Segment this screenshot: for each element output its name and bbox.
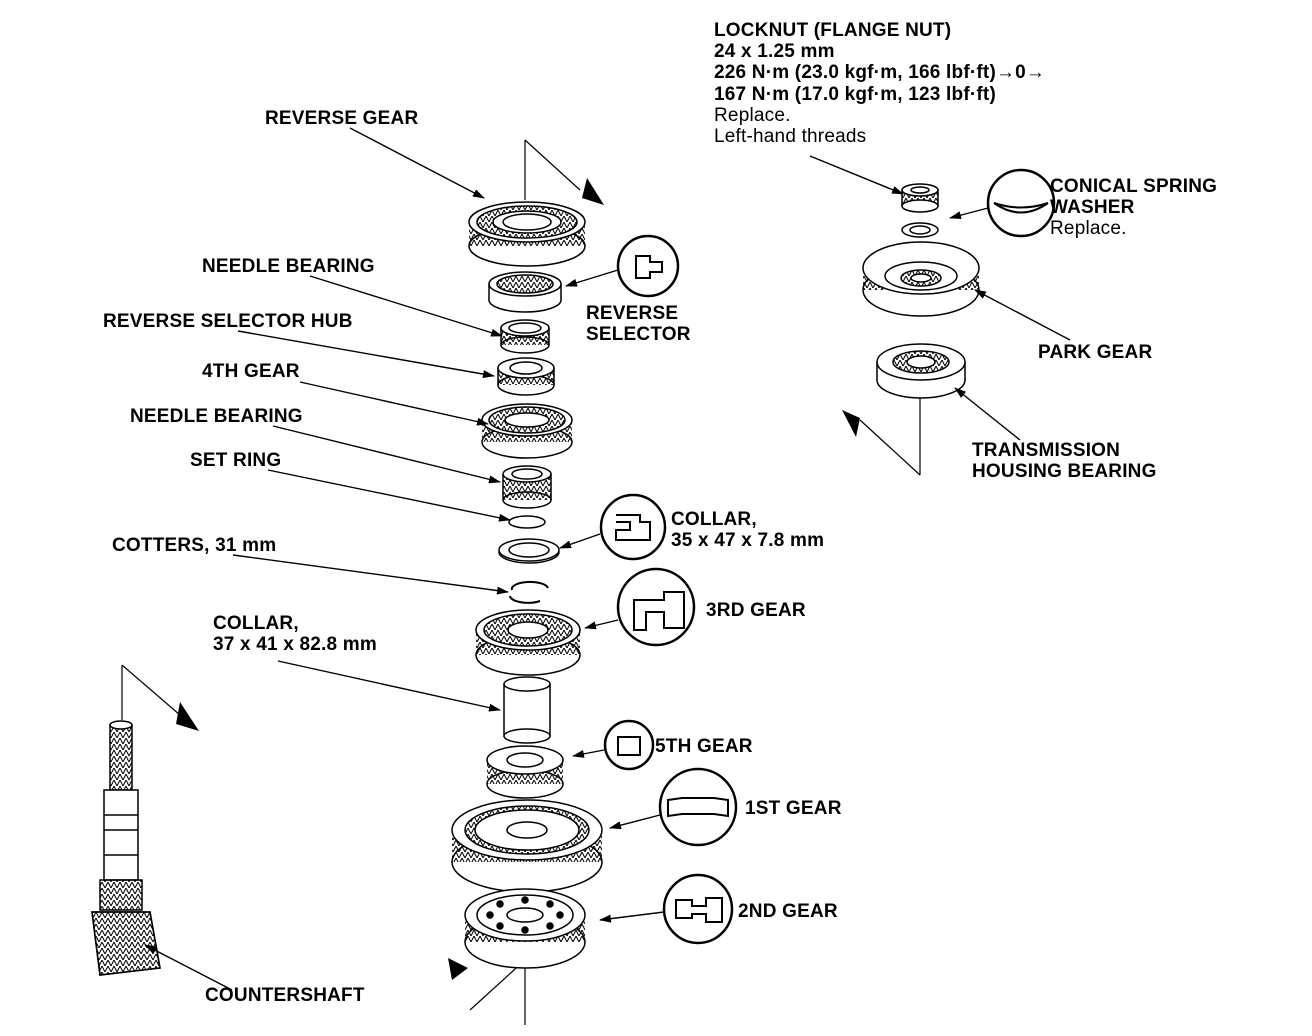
conical-washer-detail-circle: [986, 168, 1056, 238]
detail-profiles: [615, 202, 1049, 923]
countershaft-label: COUNTERSHAFT: [205, 985, 365, 1006]
collar-35-label-line2: 35 x 47 x 7.8 mm: [671, 530, 825, 551]
conical-washer-replace-label: Replace.: [1050, 218, 1127, 239]
reverse-selector-hub-label: REVERSE SELECTOR HUB: [103, 311, 353, 332]
needle-bearing-2-part: [502, 465, 552, 509]
locknut-part: [901, 183, 939, 213]
collar-37-label-line2: 37 x 41 x 82.8 mm: [213, 634, 377, 655]
conical-washer-label-line1: CONICAL SPRING: [1050, 176, 1218, 197]
third-gear-part: [475, 609, 581, 676]
reverse-selector-hub-part: [497, 357, 555, 396]
conical-washer-part: [901, 222, 939, 238]
collar-35-detail-circle: [599, 493, 667, 561]
locknut-title-label: LOCKNUT (FLANGE NUT): [714, 20, 952, 41]
third-gear-detail-circle: [616, 567, 696, 647]
fifth-gear-part: [486, 745, 564, 799]
needle-bearing-1-part: [500, 319, 550, 354]
collar-35-label-line1: COLLAR,: [671, 509, 757, 530]
locknut-torque2-label: 167 N·m (17.0 kgf·m, 123 lbf·ft): [714, 84, 996, 105]
leader-lines: [144, 127, 1071, 991]
cotters-part: [509, 580, 549, 604]
park-gear-label: PARK GEAR: [1038, 342, 1153, 363]
fourth-gear-label: 4TH GEAR: [202, 361, 300, 382]
fifth-gear-detail-circle: [603, 719, 655, 771]
third-gear-label: 3RD GEAR: [706, 600, 806, 621]
set-ring-part: [508, 515, 546, 529]
housing-bearing-label-line2: HOUSING BEARING: [972, 461, 1157, 482]
second-gear-detail-circle: [662, 873, 734, 945]
locknut-size-label: 24 x 1.25 mm: [714, 41, 835, 62]
locknut-replace-label: Replace.: [714, 105, 791, 126]
reverse-gear-label: REVERSE GEAR: [265, 108, 419, 129]
reverse-selector-label-line1: REVERSE: [586, 303, 679, 324]
housing-bearing-part: [876, 343, 966, 399]
housing-bearing-label-line1: TRANSMISSION: [972, 440, 1121, 461]
countershaft-part: [91, 720, 161, 976]
conical-washer-label-line2: WASHER: [1050, 197, 1135, 218]
fourth-gear-part: [481, 403, 573, 459]
needle-bearing-2-label: NEEDLE BEARING: [130, 406, 303, 427]
first-gear-part: [451, 799, 603, 893]
reverse-gear-part: [468, 201, 586, 267]
detail-callouts: [599, 168, 1056, 945]
reverse-selector-label-line2: SELECTOR: [586, 324, 691, 345]
needle-bearing-1-label: NEEDLE BEARING: [202, 256, 375, 277]
second-gear-part: [464, 888, 586, 969]
direction-arrows: [176, 178, 860, 980]
reverse-selector-part: [488, 271, 562, 313]
locknut-torque1-label: 226 N·m (23.0 kgf·m, 166 lbf·ft)→0→: [714, 62, 1046, 83]
second-gear-label: 2ND GEAR: [738, 901, 838, 922]
collar-37-part: [503, 676, 551, 744]
cotters-label: COTTERS, 31 mm: [112, 535, 277, 556]
park-gear-part: [862, 241, 980, 317]
first-gear-detail-circle: [658, 767, 738, 847]
collar-37-label-line1: COLLAR,: [213, 613, 299, 634]
first-gear-label: 1ST GEAR: [745, 798, 842, 819]
locknut-threads-label: Left-hand threads: [714, 126, 867, 147]
collar-35-part: [498, 538, 560, 564]
reverse-selector-detail-circle: [616, 234, 680, 298]
fifth-gear-label: 5TH GEAR: [655, 736, 753, 757]
set-ring-label: SET RING: [190, 450, 282, 471]
